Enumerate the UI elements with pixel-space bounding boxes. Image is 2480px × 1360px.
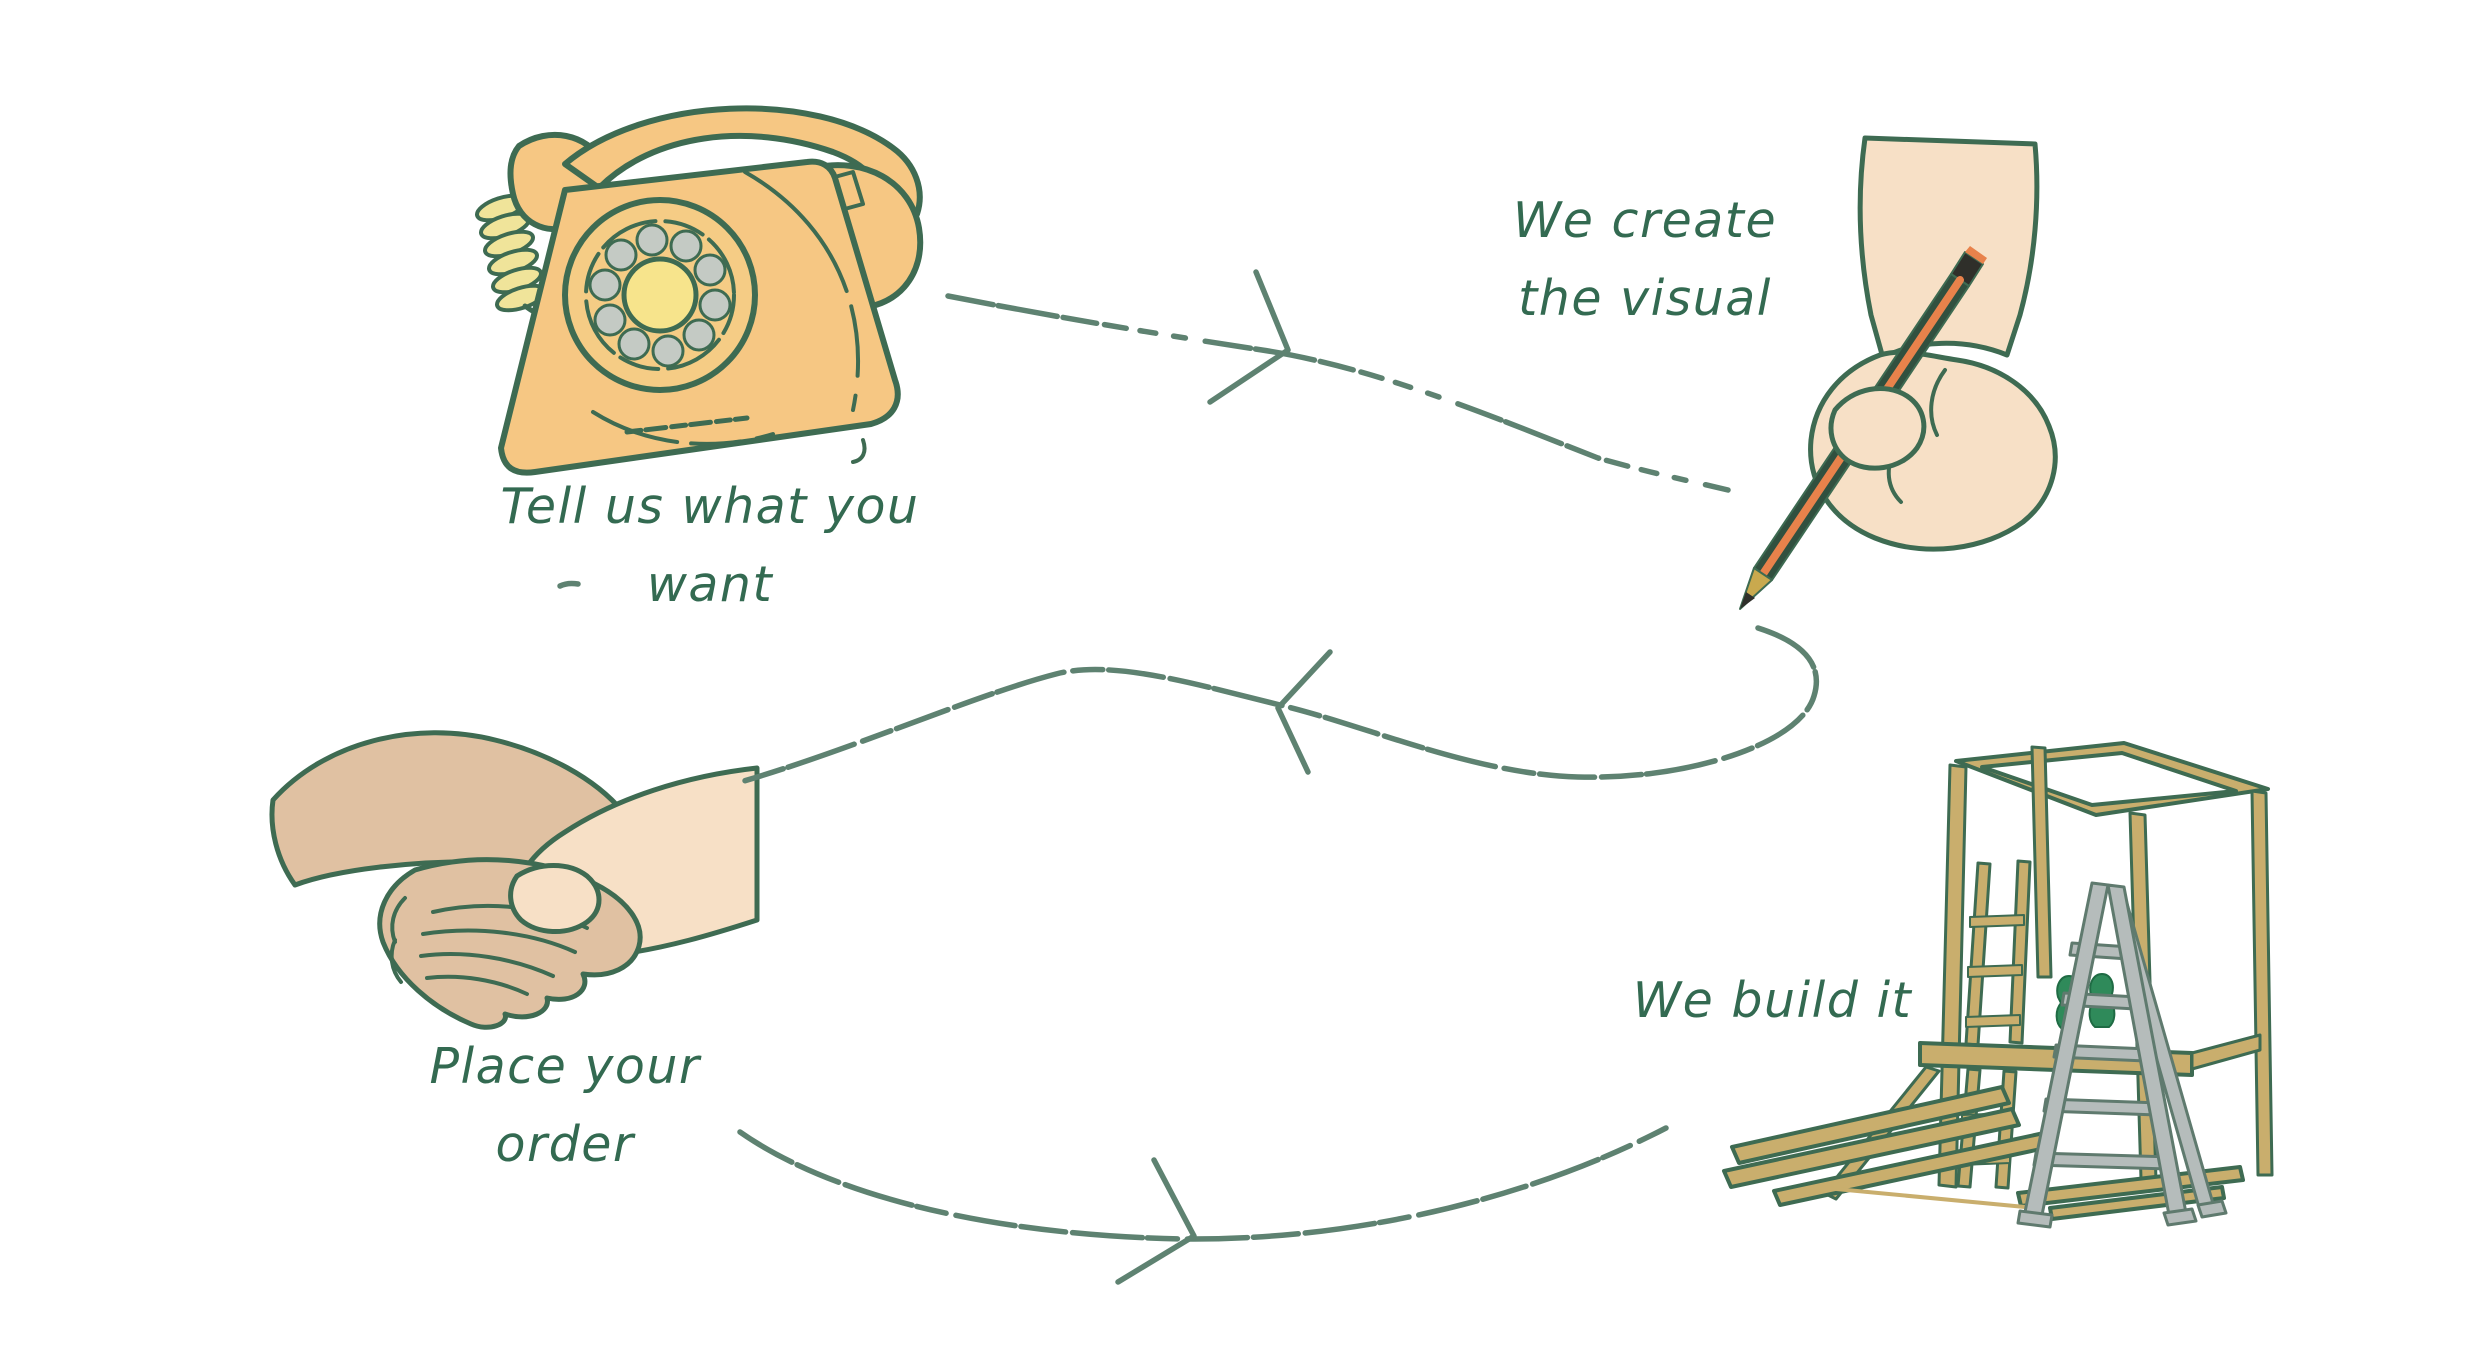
scaffold-ladder-illustration [1720, 735, 2280, 1235]
drawing-forearm [1857, 135, 2040, 361]
label-tell-us-what-you-want: Tell us what you want [420, 468, 1000, 625]
rotary-telephone-illustration [415, 80, 960, 510]
handshake-illustration [265, 680, 765, 1030]
label-line: We create [1512, 192, 1778, 249]
phone-cord [475, 163, 604, 325]
arrow-create-to-order [741, 625, 1820, 784]
label-line: Tell us what you [500, 478, 920, 535]
step-ladder [2016, 881, 2228, 1229]
label-line: the visual [1518, 270, 1772, 328]
label-we-build-it: We build it [1590, 962, 1955, 1040]
label-place-your-order: Place your order [330, 1028, 800, 1185]
arrowhead-right [1207, 269, 1291, 405]
drawing-thumb [1828, 386, 1927, 471]
label-line: Place your [429, 1038, 701, 1095]
arrow-order-to-build [737, 1125, 1669, 1285]
handshake-thumb [508, 863, 602, 935]
arrowhead-left [1275, 649, 1333, 775]
phone-rotary-dial [562, 197, 758, 393]
label-line: want [646, 556, 774, 614]
label-we-create-the-visual: We create the visual [1420, 182, 1870, 339]
label-line: order [495, 1116, 635, 1174]
hand-drawing-pencil-illustration [1735, 130, 2165, 640]
wood-planks [1722, 1085, 2245, 1221]
label-line: We build it [1632, 972, 1913, 1029]
arrowhead-right [1115, 1157, 1197, 1285]
